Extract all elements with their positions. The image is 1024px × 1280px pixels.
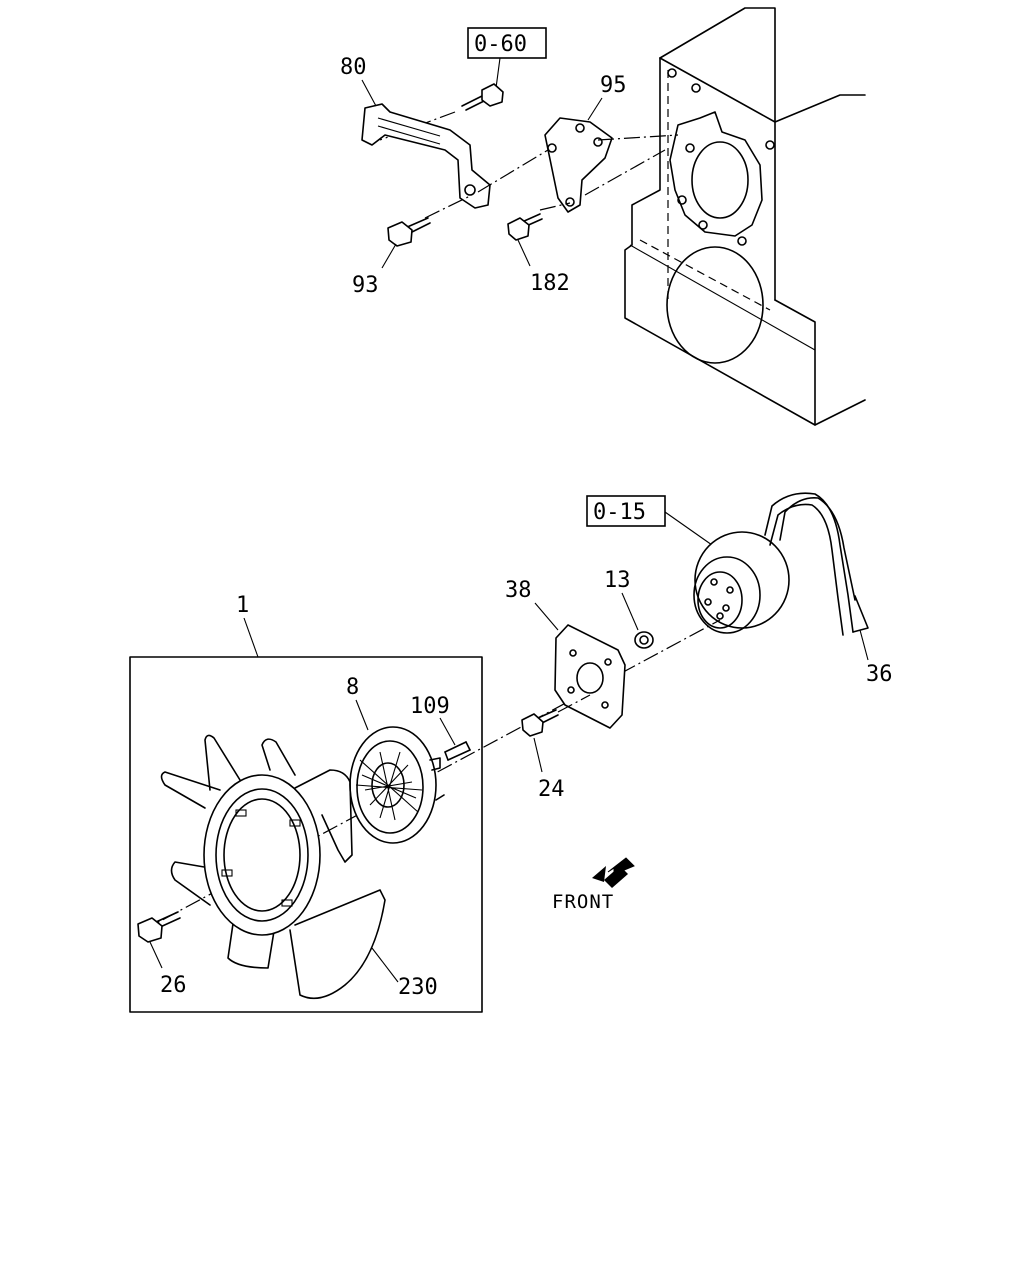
stud-109 (444, 741, 471, 761)
lower-fan-assembly: 0-15 (129, 492, 893, 1013)
callout-93: 93 (352, 273, 379, 298)
ref-label-0-60: 0-60 (474, 32, 527, 57)
callout-80: 80 (340, 55, 367, 80)
front-direction-arrow (592, 857, 635, 888)
engine-block (624, 7, 866, 426)
front-label: FRONT (552, 891, 614, 913)
ref-box-0-15 (586, 495, 666, 527)
nut-13 (634, 631, 654, 649)
callout-182: 182 (530, 271, 570, 296)
callout-36: 36 (866, 662, 893, 687)
callout-13: 13 (604, 568, 631, 593)
upper-bracket-assembly: 0-60 (340, 27, 679, 298)
spacer-plate-38 (554, 624, 626, 729)
ref-box-0-60 (467, 27, 547, 59)
pulley (693, 531, 790, 634)
fan-clutch-8 (349, 726, 445, 844)
callout-230: 230 (398, 975, 438, 1000)
bolt-24 (521, 694, 591, 737)
callout-95: 95 (600, 73, 627, 98)
bolt-182 (507, 213, 543, 241)
bracket-80 (361, 103, 491, 209)
fan-assembly-frame (129, 656, 483, 1013)
plate-95 (544, 117, 613, 213)
callout-109: 109 (410, 694, 450, 719)
callout-8: 8 (346, 675, 359, 700)
bolt-upper (461, 83, 504, 111)
ref-label-0-15: 0-15 (593, 500, 646, 525)
callout-1: 1 (236, 593, 249, 618)
callout-26: 26 (160, 973, 187, 998)
fan-230 (160, 734, 386, 1000)
bolt-93 (387, 217, 431, 247)
belt-36 (764, 492, 869, 636)
callout-24: 24 (538, 777, 565, 802)
callout-38: 38 (505, 578, 532, 603)
bolt-26 (137, 911, 181, 943)
